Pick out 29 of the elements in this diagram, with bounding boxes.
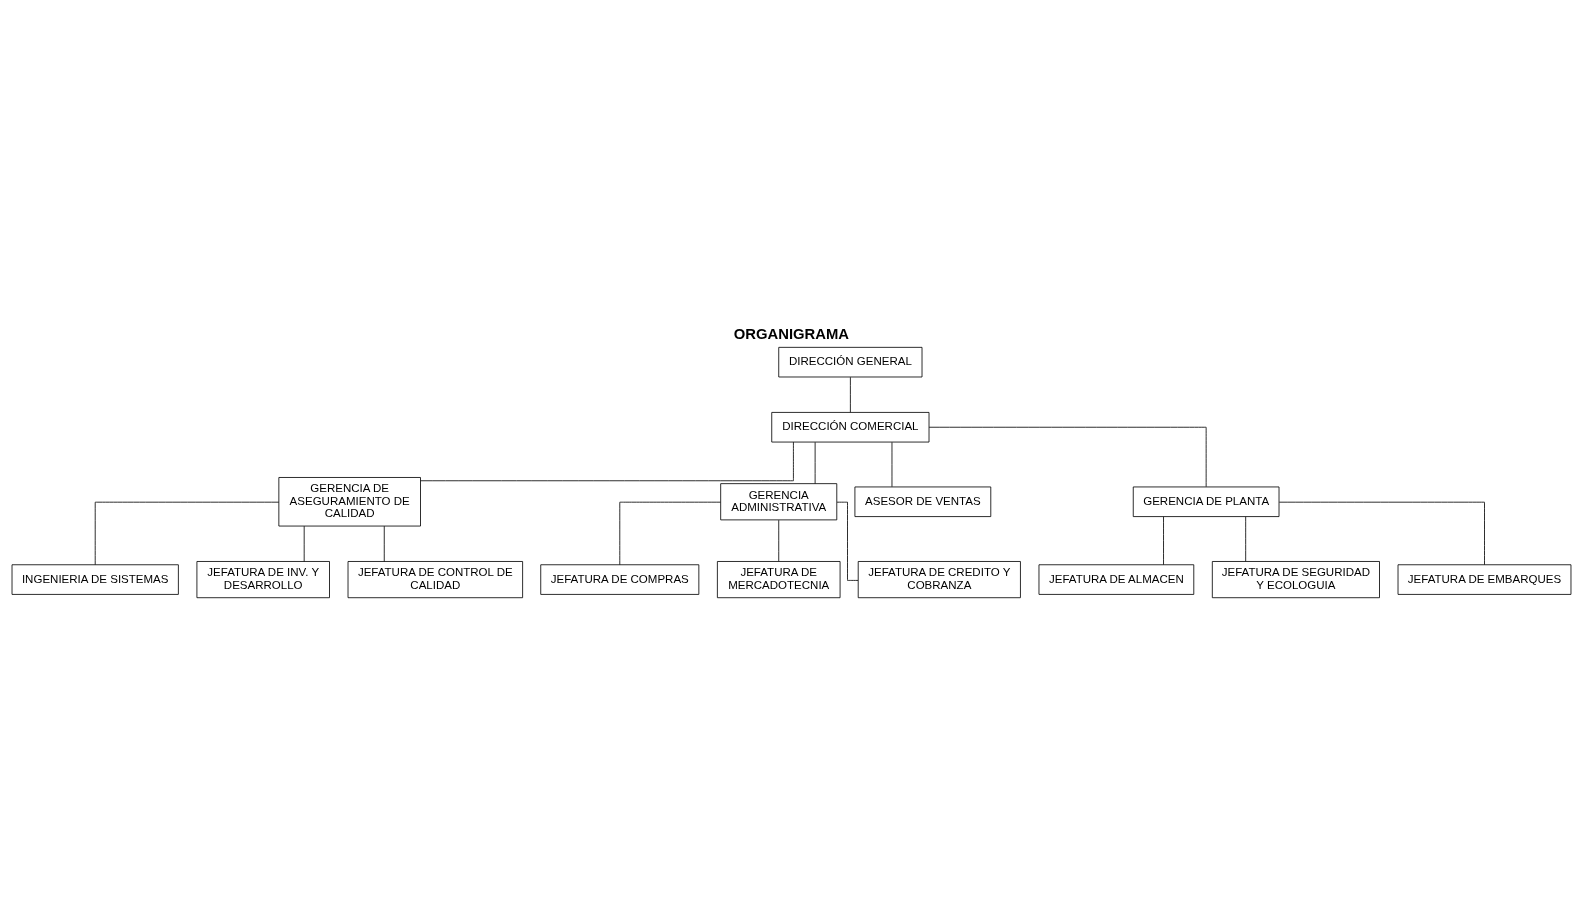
node-box: JEFATURA DE INV. Y DESARROLLO <box>196 560 330 598</box>
node-box: INGENIERIA DE SISTEMAS <box>11 563 179 595</box>
node-box: JEFATURA DE CONTROL DE CALIDAD <box>347 560 524 598</box>
connector <box>303 525 305 562</box>
node-box: DIRECCIÓN COMERCIAL <box>771 411 930 442</box>
node-box: GERENCIA ADMINISTRATIVA <box>720 482 838 520</box>
connector <box>814 441 816 484</box>
node-box: JEFATURA DE CREDITO Y COBRANZA <box>857 560 1021 598</box>
node-box: GERENCIA DE PLANTA <box>1132 486 1280 517</box>
connector <box>849 376 851 413</box>
connector <box>836 501 859 581</box>
node-box: ASESOR DE VENTAS <box>854 486 992 517</box>
connector <box>619 501 721 565</box>
connector <box>383 525 385 562</box>
diagram-title: ORGANIGRAMA <box>733 325 850 342</box>
connector <box>420 441 794 481</box>
connector <box>1278 501 1485 565</box>
node-box: JEFATURA DE SEGURIDAD Y ECOLOGUIA <box>1211 560 1380 598</box>
node-box: GERENCIA DE ASEGURAMIENTO DE CALIDAD <box>278 476 421 526</box>
connector <box>1245 515 1247 562</box>
node-box: DIRECCIÓN GENERAL <box>778 346 923 377</box>
connector <box>1163 515 1164 565</box>
connector <box>94 501 280 565</box>
node-box: JEFATURA DE COMPRAS <box>540 563 700 595</box>
connector <box>928 426 1207 487</box>
node-box: JEFATURA DE EMBARQUES <box>1397 563 1572 595</box>
node-box: JEFATURA DE ALMACEN <box>1038 563 1195 595</box>
connector <box>778 519 780 562</box>
node-box: JEFATURA DE MERCADOTECNIA <box>716 560 841 598</box>
